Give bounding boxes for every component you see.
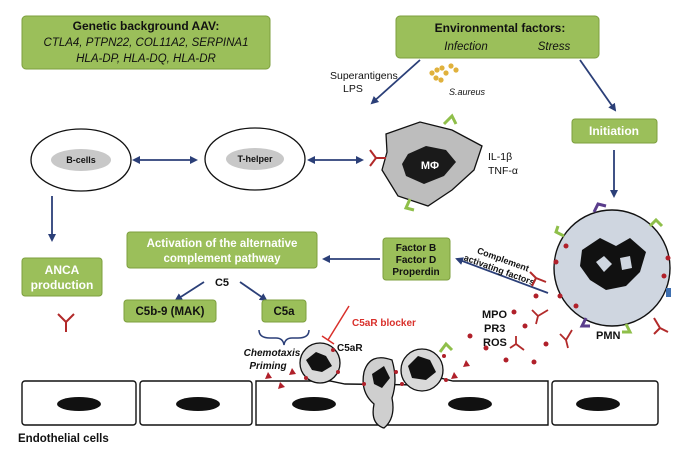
arrow-env-to-initiation — [579, 59, 617, 112]
stress-label: Stress — [538, 41, 571, 53]
c5-label: C5 — [215, 277, 229, 289]
arrow-env-to-macrophage — [370, 59, 421, 105]
properdin-label: Properdin — [392, 267, 439, 278]
c5ar-blocker-inhibition — [321, 305, 350, 345]
macrophage-label: MΦ — [421, 160, 439, 172]
released-mediators — [265, 360, 470, 389]
ros-label: ROS — [483, 337, 507, 349]
arrow-c5-to-c5a — [239, 281, 268, 302]
s-aureus-bacteria-icon — [429, 63, 459, 83]
arrow-c5-to-mak — [174, 281, 205, 302]
pr3-label: PR3 — [484, 323, 505, 335]
genetic-background-box: Genetic background AAV: CTLA4, PTPN22, C… — [21, 15, 271, 70]
adherent-neutrophil-2 — [400, 341, 454, 392]
factor-b-label: Factor B — [396, 243, 437, 254]
t-helper-cell: T-helper — [204, 127, 306, 191]
alt-pathway-line2: complement pathway — [164, 253, 282, 265]
transmigrating-neutrophil — [362, 357, 398, 429]
factors-box: Factor B Factor D Properdin — [382, 237, 451, 281]
tnfa-label: TNF-α — [488, 165, 518, 177]
environmental-factors-title: Environmental factors: — [435, 21, 566, 35]
infection-label: Infection — [444, 41, 487, 53]
t-helper-label: T-helper — [237, 154, 273, 164]
s-aureus-label: S.aureus — [449, 87, 486, 97]
environmental-factors-box: Environmental factors: Infection Stress — [395, 15, 600, 59]
mak-box: C5b-9 (MAK) — [123, 299, 217, 323]
factor-d-label: Factor D — [396, 255, 437, 266]
priming-label: Priming — [249, 361, 286, 372]
initiation-label: Initiation — [589, 124, 639, 138]
b-cell: B-cells — [30, 128, 132, 192]
mak-label: C5b-9 (MAK) — [136, 306, 205, 318]
genetic-genes-line1: CTLA4, PTPN22, COL11A2, SERPINA1 — [44, 37, 249, 49]
pmn-neutrophil — [529, 202, 671, 335]
anca-line2: production — [31, 278, 94, 292]
mpo-label: MPO — [482, 309, 508, 321]
chemotaxis-label: Chemotaxis — [244, 348, 301, 359]
released-granules — [467, 293, 573, 365]
c5a-box: C5a — [261, 299, 307, 323]
endothelial-layer — [21, 377, 659, 426]
macrophage-cell: MΦ — [369, 113, 483, 212]
anca-production-box: ANCA production — [21, 257, 103, 297]
alternative-pathway-box: Activation of the alternative complement… — [126, 231, 318, 269]
arrow-pmn-to-factors — [455, 257, 549, 294]
anca-line1: ANCA — [45, 263, 80, 277]
lps-label: LPS — [343, 83, 363, 95]
genetic-genes-line2: HLA-DP, HLA-DQ, HLA-DR — [76, 53, 216, 65]
c5ar-blocker-label: C5aR blocker — [352, 318, 416, 329]
il1b-label: IL-1β — [488, 151, 512, 163]
initiation-box: Initiation — [571, 118, 658, 144]
anca-antibody-icon — [57, 313, 75, 332]
endothelial-cells-label: Endothelial cells — [18, 433, 109, 445]
alt-pathway-line1: Activation of the alternative — [147, 238, 298, 250]
genetic-background-title: Genetic background AAV: — [73, 19, 220, 33]
b-cells-label: B-cells — [66, 155, 96, 165]
c5a-label: C5a — [273, 306, 295, 318]
superantigens-label: Superantigens — [330, 70, 398, 82]
pmn-label: PMN — [596, 330, 621, 342]
adherent-neutrophil-1 — [299, 342, 341, 384]
c5a-effects-brace — [258, 329, 310, 346]
c5ar-label: C5aR — [337, 343, 363, 354]
complement-activating-label: Complement activating factors — [463, 246, 536, 288]
